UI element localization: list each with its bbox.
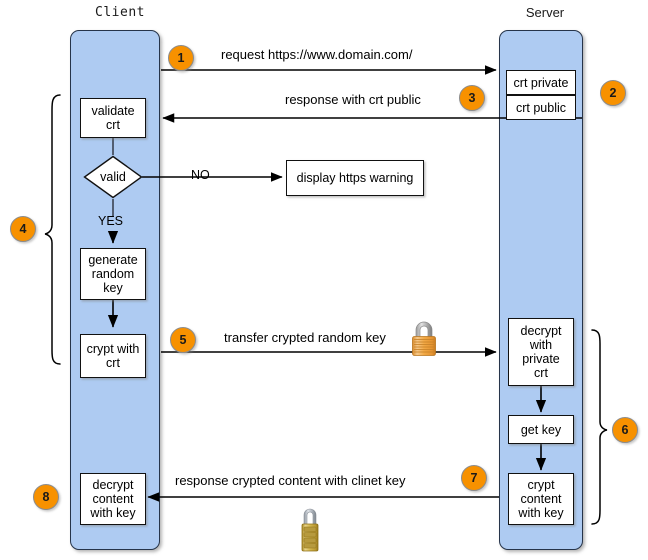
client-box-validate-crt: validate crt <box>80 98 146 138</box>
step-badge-8: 8 <box>33 484 59 510</box>
step-badge-7: 7 <box>461 465 487 491</box>
step-badge-6: 6 <box>612 417 638 443</box>
server-box-crt-public: crt public <box>506 95 576 120</box>
server-lane-title: Server <box>525 5 565 20</box>
server-box-crypt-content-with-key: crypt content with key <box>508 473 574 525</box>
server-box-get-key: get key <box>508 415 574 444</box>
step-badge-2: 2 <box>600 80 626 106</box>
diamond-shape-icon <box>83 155 143 199</box>
step-badge-4: 4 <box>10 216 36 242</box>
message-label-1: request https://www.domain.com/ <box>221 47 413 62</box>
step-badge-5: 5 <box>170 327 196 353</box>
client-decision-valid: valid <box>83 155 143 199</box>
client-lane-title: Client <box>95 5 145 20</box>
step-badge-3: 3 <box>459 85 485 111</box>
server-box-decrypt-with-private-crt: decrypt with private crt <box>508 318 574 386</box>
warning-box-https: display https warning <box>286 160 424 196</box>
message-label-7: response crypted content with clinet key <box>175 473 406 488</box>
server-box-crt-private: crt private <box>506 70 576 95</box>
combination-padlock-icon <box>297 504 323 556</box>
message-label-5: transfer crypted random key <box>224 330 386 345</box>
client-box-generate-random-key: generate random key <box>80 248 146 300</box>
branch-label-no: NO <box>191 168 210 182</box>
decision-label: valid <box>100 170 126 184</box>
client-box-decrypt-content-with-key: decrypt content with key <box>80 473 146 525</box>
client-box-crypt-with-crt: crypt with crt <box>80 334 146 378</box>
branch-label-yes: YES <box>98 214 124 228</box>
message-label-3: response with crt public <box>285 92 421 107</box>
padlock-icon <box>407 318 441 358</box>
step-badge-1: 1 <box>168 45 194 71</box>
